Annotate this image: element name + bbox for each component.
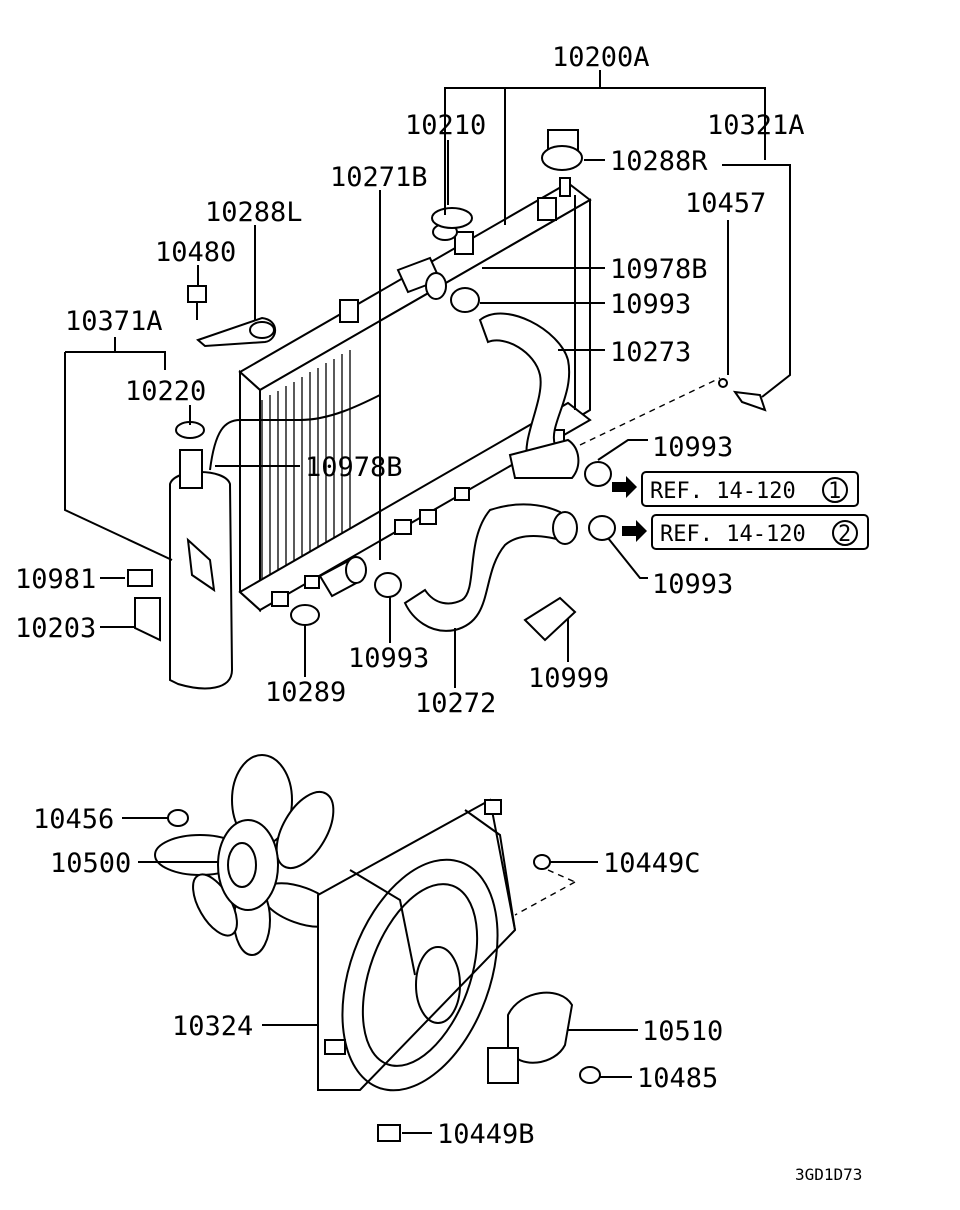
clip-10999 xyxy=(523,596,577,642)
label-10993-low: 10993 xyxy=(348,643,429,674)
label-10449B: 10449B xyxy=(437,1119,535,1150)
label-10324: 10324 xyxy=(172,1011,253,1042)
bushing-10289 xyxy=(290,604,320,626)
label-10321A: 10321A xyxy=(707,110,805,141)
label-10993-top: 10993 xyxy=(610,289,691,320)
label-10981: 10981 xyxy=(15,564,96,595)
bolt-10449B xyxy=(377,1124,401,1142)
label-10978B-top: 10978B xyxy=(610,254,708,285)
label-10289: 10289 xyxy=(265,677,346,708)
arrow-right-icon xyxy=(612,476,637,498)
clamp-right-1 xyxy=(584,461,612,487)
arrow-right-icon xyxy=(622,520,647,542)
radiator-cap xyxy=(431,207,473,229)
clamp-upper xyxy=(450,287,480,313)
label-10203: 10203 xyxy=(15,613,96,644)
screw-10449C xyxy=(533,854,551,870)
label-10271B: 10271B xyxy=(330,162,428,193)
reference-box-2[interactable]: REF. 14-120 2 xyxy=(651,514,869,550)
label-10500: 10500 xyxy=(50,848,131,879)
label-10272: 10272 xyxy=(415,688,496,719)
svg-text:REF. 14-120: REF. 14-120 xyxy=(650,479,796,504)
label-10480: 10480 xyxy=(155,237,236,268)
label-10510: 10510 xyxy=(642,1016,723,1047)
sensor-10981 xyxy=(127,569,153,587)
svg-text:1: 1 xyxy=(828,479,841,504)
clamp-right-2 xyxy=(588,515,616,541)
cooling-fan xyxy=(154,754,340,956)
screw-10485 xyxy=(579,1066,601,1084)
fan-nut-10456 xyxy=(167,809,189,827)
fan-shroud xyxy=(317,798,517,1092)
label-10210: 10210 xyxy=(405,110,486,141)
mount-bushing-right xyxy=(541,145,583,171)
label-10993-mid: 10993 xyxy=(652,432,733,463)
label-10456: 10456 xyxy=(33,804,114,835)
label-10978B-mid: 10978B xyxy=(305,452,403,483)
label-10288L: 10288L xyxy=(205,197,303,228)
leader-lines xyxy=(64,70,791,1134)
label-10449C: 10449C xyxy=(603,848,701,879)
bolt-10480 xyxy=(187,285,207,303)
label-10485: 10485 xyxy=(637,1063,718,1094)
bracket-10203 xyxy=(134,597,161,642)
reservoir-tank xyxy=(169,394,381,690)
svg-text:REF. 14-120: REF. 14-120 xyxy=(660,522,806,547)
label-10200A: 10200A xyxy=(552,42,650,73)
svg-text:2: 2 xyxy=(838,522,851,547)
label-10273: 10273 xyxy=(610,337,691,368)
diagram-code: 3GD1D73 xyxy=(795,1165,862,1184)
drain-plug xyxy=(732,390,767,412)
fan-motor xyxy=(487,991,574,1084)
label-10457: 10457 xyxy=(685,188,766,219)
label-10999: 10999 xyxy=(528,663,609,694)
clamp-lower xyxy=(374,572,402,598)
drain-plug-washer xyxy=(718,378,728,388)
part-labels: 10200A 10210 10321A 10288R 10271B 10457 … xyxy=(15,42,862,1184)
radiator xyxy=(238,177,592,613)
label-10371A: 10371A xyxy=(65,306,163,337)
label-10288R: 10288R xyxy=(610,146,708,177)
label-10220: 10220 xyxy=(125,376,206,407)
upper-hose-end xyxy=(508,438,580,479)
lower-hose-end xyxy=(552,511,578,545)
label-10993-right: 10993 xyxy=(652,569,733,600)
reference-box-1[interactable]: REF. 14-120 1 xyxy=(641,471,859,507)
